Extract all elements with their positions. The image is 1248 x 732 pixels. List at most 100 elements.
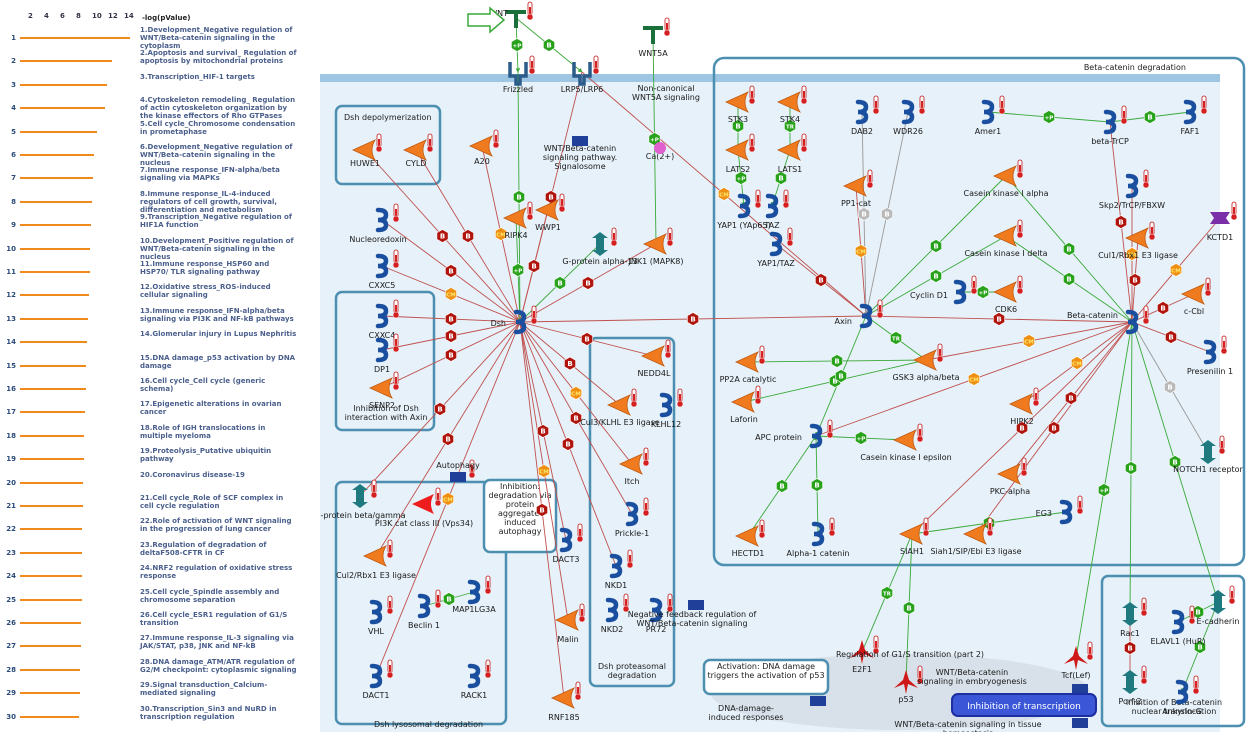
pathway-label[interactable]: 26.Cell cycle_ESR1 regulation of G1/S tr… bbox=[140, 611, 288, 627]
pathway-bar[interactable] bbox=[20, 458, 84, 461]
pathway-bar[interactable] bbox=[20, 481, 84, 484]
node-hipk2[interactable]: HIPK2 bbox=[1009, 387, 1040, 426]
pathway-bar[interactable] bbox=[20, 551, 83, 554]
pathway-bar[interactable] bbox=[20, 364, 87, 367]
calcium-ion[interactable] bbox=[654, 142, 666, 154]
node-cul3[interactable]: Cul3/KLHL E3 ligase bbox=[580, 388, 660, 427]
node-ebi[interactable]: Siah1/SIP/Ebi E3 ligase bbox=[930, 517, 1022, 556]
node-ck1a[interactable]: Casein kinase I alpha bbox=[964, 159, 1049, 198]
pathway-bar[interactable] bbox=[20, 388, 86, 390]
node-autophagy[interactable]: Autophagy bbox=[436, 459, 480, 482]
node-amer1[interactable]: Amer1 bbox=[975, 95, 1006, 136]
pathway-bar[interactable] bbox=[20, 575, 82, 578]
pathway-bar[interactable] bbox=[20, 154, 95, 156]
node-presenilin[interactable]: Presenilin 1 bbox=[1187, 335, 1233, 376]
pathway-bar[interactable] bbox=[20, 200, 92, 203]
pathway-bar[interactable] bbox=[20, 622, 81, 624]
node-a20[interactable]: A20 bbox=[469, 129, 500, 166]
node-cyclind1[interactable]: Cyclin D1 bbox=[910, 275, 978, 305]
pathway-bar[interactable] bbox=[20, 715, 80, 718]
node-porf2[interactable]: Porf-2 bbox=[1118, 665, 1148, 706]
pathway-label[interactable]: 15.DNA damage_p53 activation by DNA dama… bbox=[140, 353, 296, 370]
node-pi3k[interactable]: PI3K cat class III (Vps34) bbox=[375, 487, 473, 528]
pathway-bar[interactable] bbox=[20, 317, 88, 320]
pathway-label[interactable]: 18.Role of IGH translocations in multipl… bbox=[140, 423, 266, 440]
node-egf3[interactable]: EG3 bbox=[1036, 495, 1084, 525]
pathway-bar[interactable] bbox=[20, 434, 84, 437]
node-e2f1[interactable]: E2F1 bbox=[850, 635, 880, 674]
node-hectd1[interactable]: HECTD1 bbox=[732, 519, 766, 558]
node-dp1[interactable]: DP1 bbox=[374, 333, 400, 374]
pathway-label[interactable]: 7.Immune response_IFN-alpha/beta signali… bbox=[140, 166, 280, 183]
node-dab2[interactable]: DAB2 bbox=[851, 95, 880, 136]
pathway-label[interactable]: 28.DNA damage_ATM/ATR regulation of G2/M… bbox=[140, 657, 297, 674]
node-tcf[interactable]: Tcf(Lef) bbox=[1060, 641, 1094, 680]
node-prickle[interactable]: Prickle-1 bbox=[615, 497, 650, 538]
node-cul2[interactable]: Cul2/Rbx1 E3 ligase bbox=[336, 539, 416, 580]
node-rac1[interactable]: Rac1 bbox=[1120, 597, 1148, 638]
pathway-label[interactable]: 1.Development_Negative regulation of WNT… bbox=[140, 26, 293, 50]
node-cdk6[interactable]: CDK6 bbox=[993, 275, 1024, 314]
node-ck1d[interactable]: Casein kinase I delta bbox=[964, 219, 1048, 258]
pathway-bar[interactable] bbox=[20, 177, 93, 180]
node-stk4[interactable]: STK4 bbox=[777, 85, 808, 124]
node-apc[interactable]: APC protein bbox=[755, 419, 834, 449]
pathway-bar[interactable] bbox=[20, 598, 82, 601]
node-taz[interactable]: TAZ bbox=[763, 189, 790, 230]
node-rack1[interactable]: RACK1 bbox=[461, 659, 492, 700]
pathway-bar[interactable] bbox=[20, 411, 85, 414]
pathway-label[interactable]: 19.Proteolysis_Putative ubiquitin pathwa… bbox=[140, 447, 272, 464]
pathway-bar[interactable] bbox=[20, 341, 88, 344]
node-skp2[interactable]: Skp2/TrCP/FBXW bbox=[1099, 169, 1165, 210]
embryogenesis-marker[interactable] bbox=[1072, 684, 1088, 694]
node-siah1[interactable]: SIAH1 bbox=[899, 517, 930, 556]
node-cxxc4[interactable]: CXXC4 bbox=[369, 299, 400, 340]
pathway-bar[interactable] bbox=[20, 83, 108, 86]
node-gsk3[interactable]: GSK3 alpha/beta bbox=[892, 343, 960, 382]
pathway-bar[interactable] bbox=[20, 60, 112, 63]
node-lats2[interactable]: LATS2 bbox=[725, 133, 756, 174]
node-alpha1cat[interactable]: Alpha-1 catenin bbox=[787, 517, 850, 558]
node-kctd1[interactable]: KCTD1 bbox=[1207, 201, 1238, 242]
node-nedd4l[interactable]: NEDD4L bbox=[638, 339, 672, 378]
node-yap1[interactable]: YAP1 (YAp65) bbox=[716, 189, 771, 230]
node-lrp[interactable]: LRP5/LRP6 bbox=[561, 55, 604, 94]
node-frizzled[interactable]: Frizzled bbox=[503, 55, 536, 94]
pathway-label[interactable]: 30.Transcription_Sin3 and NuRD in transc… bbox=[140, 704, 277, 721]
pathway-bar[interactable] bbox=[20, 224, 92, 227]
pathway-label[interactable]: 24.NRF2 regulation of oxidative stress r… bbox=[140, 564, 293, 581]
node-cul1[interactable]: Cul1/Rbx1 E3 ligase bbox=[1098, 221, 1178, 260]
pathway-bar[interactable] bbox=[20, 294, 89, 297]
node-dact3[interactable]: DACT3 bbox=[553, 523, 584, 564]
node-p53[interactable]: p53 bbox=[894, 665, 924, 704]
node-ccbl[interactable]: c-Cbl bbox=[1181, 277, 1212, 316]
pathway-label[interactable]: 10.Development_Positive regulation of WN… bbox=[140, 236, 294, 261]
inhibition-of-transcription[interactable] bbox=[951, 693, 1097, 717]
node-pp2a[interactable]: PP2A catalytic bbox=[720, 345, 777, 384]
node-axin[interactable]: Axin bbox=[835, 299, 884, 329]
node-senp2[interactable]: SENP2 bbox=[369, 371, 400, 410]
pathway-label[interactable]: 2.Apoptosis and survival_ Regulation of … bbox=[140, 49, 297, 66]
pathway-label[interactable]: 11.Immune response_HSP60 and HSP70/ TLR … bbox=[140, 260, 270, 276]
pathway-bar[interactable] bbox=[20, 645, 81, 648]
pathway-bar[interactable] bbox=[20, 528, 83, 531]
node-pr72[interactable]: PR72 bbox=[646, 593, 674, 634]
node-dsh[interactable]: Dsh bbox=[491, 305, 538, 335]
node-klhl12[interactable]: KLHL12 bbox=[651, 388, 684, 429]
node-map1lc3a[interactable]: MAP1LG3A bbox=[452, 575, 496, 614]
node-notch1[interactable]: NOTCH1 receptor bbox=[1173, 435, 1244, 474]
node-stk3[interactable]: STK3 bbox=[725, 85, 756, 124]
pathway-label[interactable]: 14.Glomerular injury in Lupus Nephritis bbox=[140, 330, 297, 339]
node-nkd1[interactable]: NKD1 bbox=[605, 549, 634, 590]
node-g13[interactable]: G-protein alpha-13 bbox=[562, 227, 638, 266]
node-yaptaz[interactable]: YAP1/TAZ bbox=[756, 227, 795, 268]
node-pp1[interactable]: PP1-cat bbox=[841, 169, 874, 208]
node-ecad[interactable]: E-cadherin bbox=[1197, 585, 1240, 626]
pathway-label[interactable]: 5.Cell cycle_Chromosome condensation in … bbox=[140, 119, 296, 136]
node-rnf185[interactable]: RNF185 bbox=[548, 681, 582, 722]
pathway-bar[interactable] bbox=[20, 107, 105, 110]
dna-response-marker[interactable] bbox=[810, 696, 826, 706]
node-malin[interactable]: Malin bbox=[555, 603, 586, 644]
node-pkca[interactable]: PKC-alpha bbox=[990, 457, 1030, 496]
node-ankg[interactable]: Ankyrin-G bbox=[1162, 675, 1202, 716]
